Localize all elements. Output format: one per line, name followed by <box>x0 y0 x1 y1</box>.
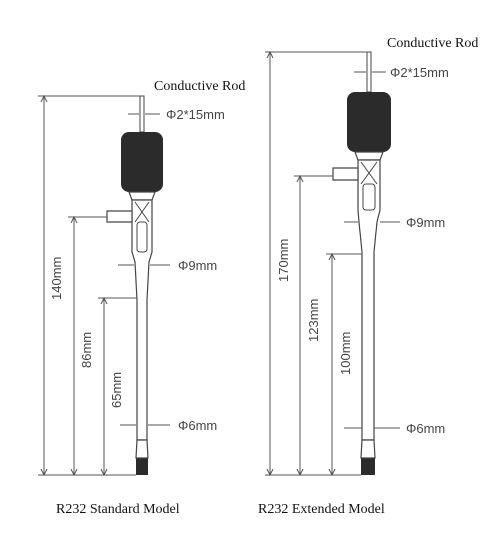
standard-total-length: 140mm <box>49 257 64 300</box>
extended-rod-label: Conductive Rod <box>387 36 478 51</box>
standard-rod-label: Conductive Rod <box>154 79 245 94</box>
extended-rod-dim: Φ2*15mm <box>390 65 449 80</box>
standard-cap <box>121 132 163 192</box>
standard-conductive-rod <box>139 95 145 133</box>
standard-rod-dim: Φ2*15mm <box>166 107 225 122</box>
extended-cap <box>347 92 391 152</box>
standard-tip-length: 65mm <box>109 372 124 408</box>
extended-mid-length: 123mm <box>306 299 321 342</box>
extended-total-length: 170mm <box>276 239 291 282</box>
extended-upper-body <box>357 159 381 441</box>
extended-conductive-rod <box>366 51 372 93</box>
standard-tip <box>136 458 148 475</box>
standard-upper-dim: Φ9mm <box>178 258 217 273</box>
extended-lower-dim: Φ6mm <box>406 421 445 436</box>
standard-upper-body <box>131 199 153 441</box>
standard-lower-dim: Φ6mm <box>178 418 217 433</box>
standard-mid-length: 86mm <box>79 332 94 368</box>
extended-tip <box>361 458 375 475</box>
standard-caption: R232 Standard Model <box>56 502 180 517</box>
extended-caption: R232 Extended Model <box>258 502 385 517</box>
extended-tip-length: 100mm <box>338 332 353 375</box>
standard-model-diagram <box>38 94 170 477</box>
extended-upper-dim: Φ9mm <box>406 215 445 230</box>
extended-model-diagram <box>265 50 400 477</box>
